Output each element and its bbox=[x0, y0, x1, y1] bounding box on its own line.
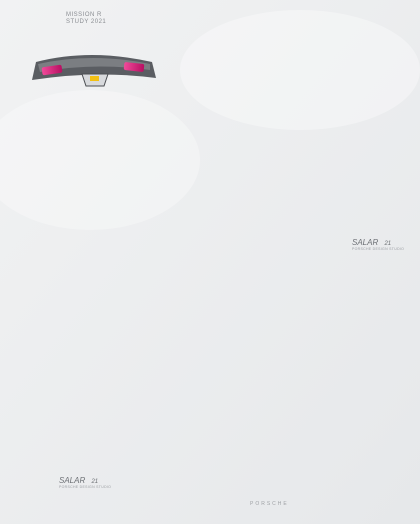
signature-name: SALAR bbox=[59, 476, 86, 485]
steering-wheel-top-view bbox=[32, 55, 156, 87]
highlight-smudge bbox=[0, 90, 200, 230]
artist-signature-top: SALAR 21 PORSCHE DESIGN STUDIO bbox=[352, 238, 404, 251]
signature-name: SALAR bbox=[352, 238, 379, 247]
artist-signature-bottom: SALAR 21 PORSCHE DESIGN STUDIO bbox=[59, 476, 111, 489]
brand-lettering: PORSCHE bbox=[250, 501, 289, 507]
signature-caption: PORSCHE DESIGN STUDIO bbox=[59, 485, 112, 489]
signature-year: 21 bbox=[384, 241, 392, 247]
highlight-smudge bbox=[180, 10, 420, 130]
header-line-2: STUDY 2021 bbox=[66, 19, 107, 25]
sheet-header: MISSION R STUDY 2021 bbox=[66, 12, 106, 26]
signature-caption: PORSCHE DESIGN STUDIO bbox=[352, 247, 405, 251]
signature-year: 21 bbox=[91, 479, 99, 485]
header-line-1: MISSION R bbox=[66, 12, 102, 18]
